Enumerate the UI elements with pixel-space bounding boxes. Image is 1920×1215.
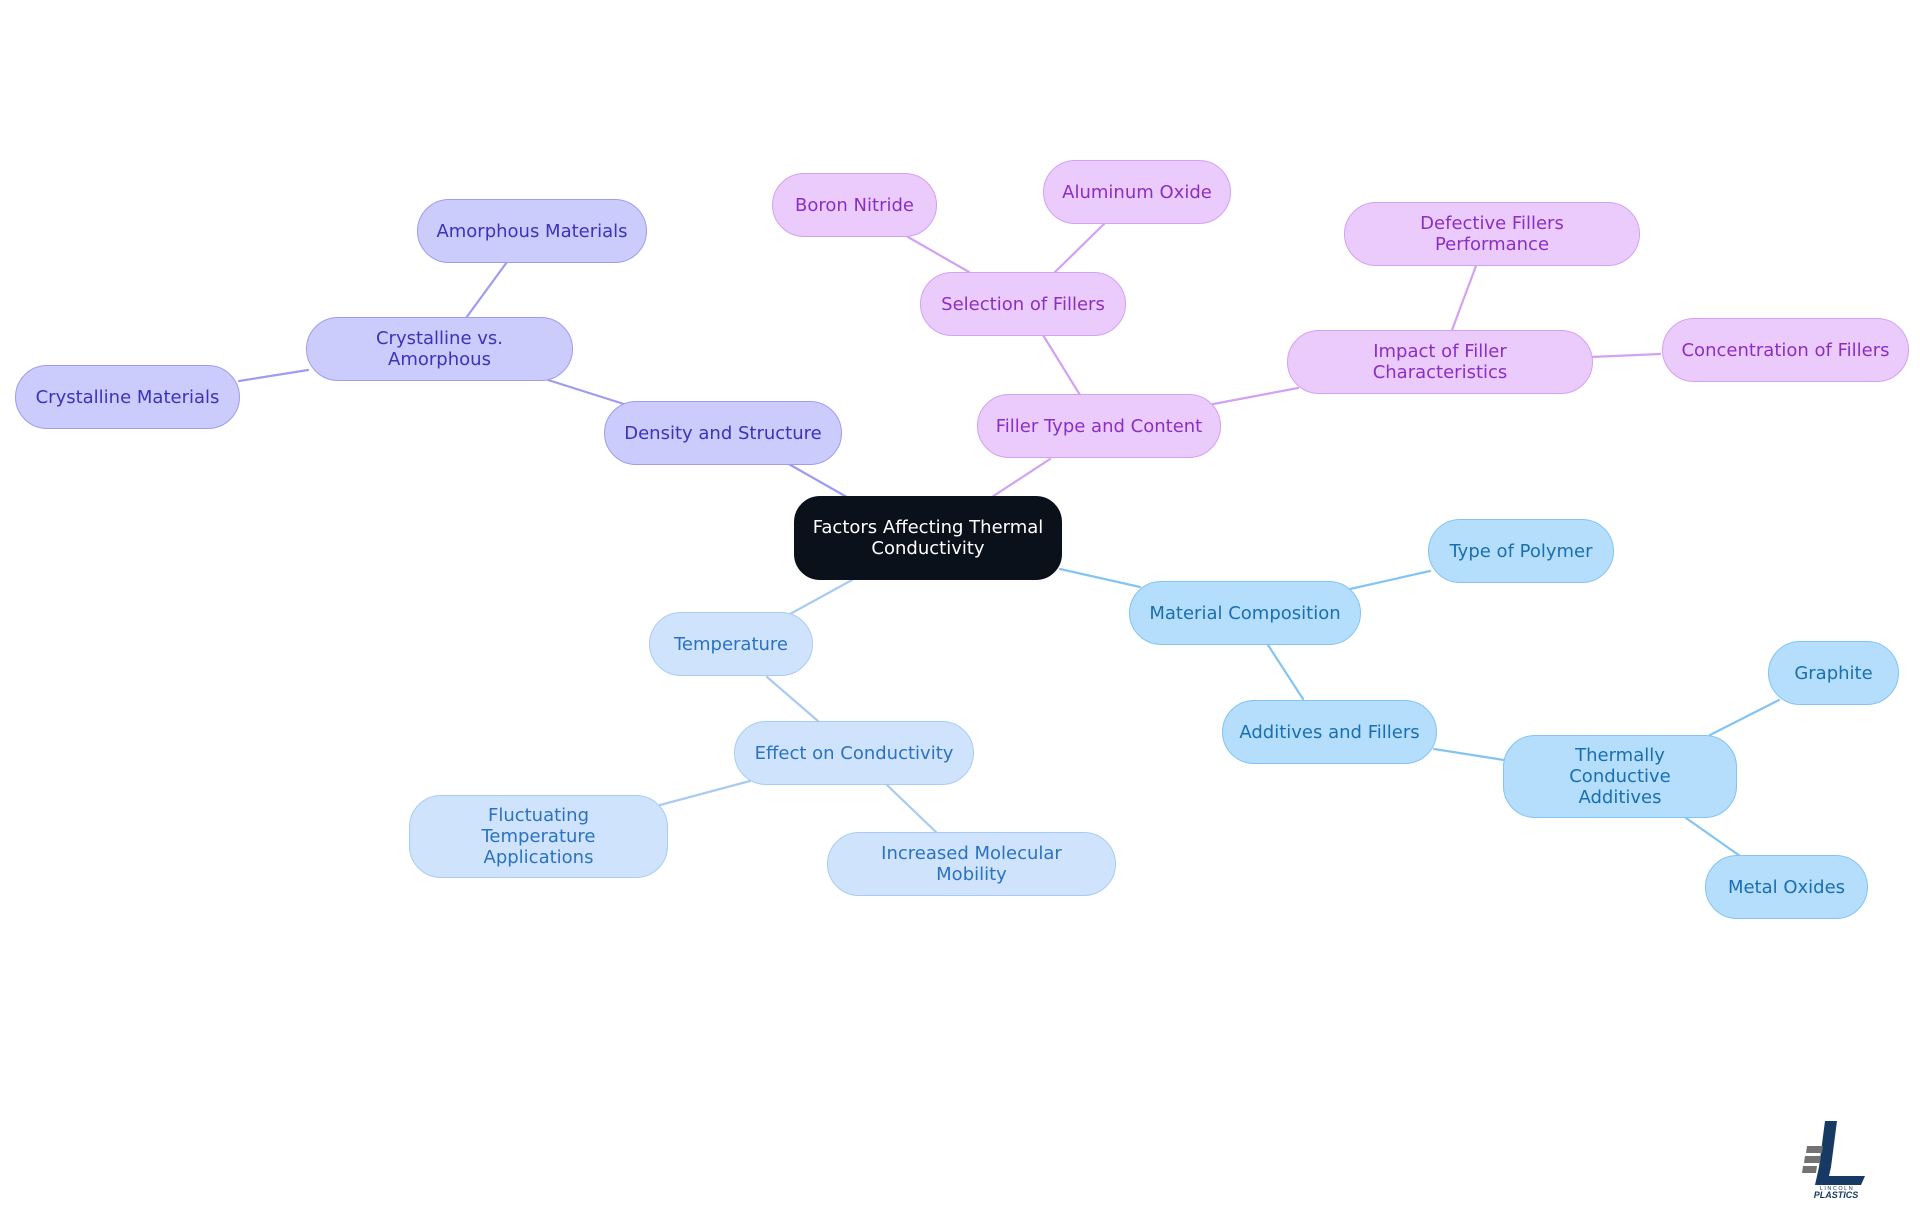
link-material-polymer bbox=[1348, 569, 1432, 591]
link-filler-selection bbox=[1041, 333, 1082, 397]
node-defective-fillers-performance[interactable]: Defective Fillers Performance bbox=[1344, 202, 1640, 266]
link-thermal-metal bbox=[1684, 816, 1742, 858]
link-root-filler bbox=[990, 457, 1052, 499]
link-cva-crystalline bbox=[237, 368, 310, 383]
node-effect-on-conductivity[interactable]: Effect on Conductivity bbox=[734, 721, 974, 785]
node-boron-nitride[interactable]: Boron Nitride bbox=[772, 173, 937, 237]
link-impact-concentration bbox=[1589, 352, 1662, 359]
link-filler-impact bbox=[1206, 386, 1300, 407]
node-crystalline-vs-amorphous[interactable]: Crystalline vs. Amorphous bbox=[306, 317, 573, 381]
link-additives-thermal bbox=[1432, 747, 1506, 762]
link-root-material bbox=[1058, 567, 1142, 589]
node-graphite[interactable]: Graphite bbox=[1768, 641, 1899, 705]
node-amorphous-materials[interactable]: Amorphous Materials bbox=[417, 199, 647, 263]
node-selection-of-fillers[interactable]: Selection of Fillers bbox=[920, 272, 1126, 336]
node-material-composition[interactable]: Material Composition bbox=[1129, 581, 1361, 645]
node-concentration-of-fillers[interactable]: Concentration of Fillers bbox=[1662, 318, 1909, 382]
link-cva-amorphous bbox=[464, 260, 509, 320]
node-filler-type-and-content[interactable]: Filler Type and Content bbox=[977, 394, 1221, 458]
node-thermally-conductive-additives[interactable]: Thermally Conductive Additives bbox=[1503, 735, 1737, 818]
link-effect-molecular bbox=[885, 783, 939, 835]
lincoln-plastics-logo: LINCOLN PLASTICS bbox=[1802, 1121, 1865, 1198]
link-selection-aluminum bbox=[1053, 222, 1106, 274]
logo-text-lincoln: LINCOLN bbox=[1820, 1186, 1854, 1192]
link-impact-defective bbox=[1450, 264, 1478, 332]
node-metal-oxides[interactable]: Metal Oxides bbox=[1705, 855, 1868, 919]
link-effect-fluctuating bbox=[658, 779, 752, 807]
node-temperature[interactable]: Temperature bbox=[649, 612, 813, 676]
link-density-crystalline-vs-amorphous bbox=[546, 378, 629, 407]
node-additives-and-fillers[interactable]: Additives and Fillers bbox=[1222, 700, 1437, 764]
link-thermal-graphite bbox=[1708, 698, 1781, 737]
logo-text-plastics: PLASTICS bbox=[1814, 1190, 1859, 1198]
link-selection-boron bbox=[906, 235, 971, 274]
link-material-additives bbox=[1266, 643, 1305, 701]
node-aluminum-oxide[interactable]: Aluminum Oxide bbox=[1043, 160, 1231, 224]
node-impact-of-filler-characteristics[interactable]: Impact of Filler Characteristics bbox=[1287, 330, 1593, 394]
node-increased-molecular-mobility[interactable]: Increased Molecular Mobility bbox=[827, 832, 1116, 896]
node-density-and-structure[interactable]: Density and Structure bbox=[604, 401, 842, 465]
root-node[interactable]: Factors Affecting Thermal Conductivity bbox=[794, 496, 1062, 580]
node-fluctuating-temperature-applications[interactable]: Fluctuating Temperature Applications bbox=[409, 795, 668, 878]
link-root-temperature bbox=[788, 578, 854, 616]
node-type-of-polymer[interactable]: Type of Polymer bbox=[1428, 519, 1614, 583]
link-temperature-effect bbox=[765, 675, 820, 723]
link-root-density bbox=[785, 461, 854, 502]
node-crystalline-materials[interactable]: Crystalline Materials bbox=[15, 365, 240, 429]
